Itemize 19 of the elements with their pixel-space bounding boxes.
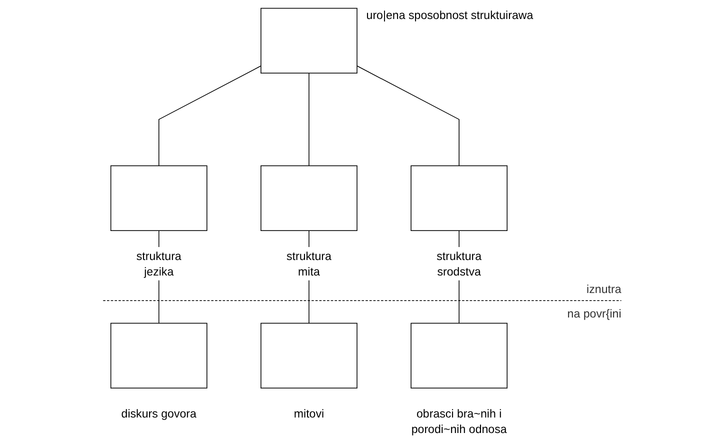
level-label: iznutra xyxy=(586,284,622,296)
empty-box xyxy=(110,165,208,231)
node-caption: struktura mita xyxy=(286,250,332,278)
empty-box xyxy=(110,322,208,388)
empty-box xyxy=(260,8,358,74)
connector-line xyxy=(356,66,460,166)
empty-box xyxy=(410,322,508,388)
empty-box xyxy=(410,165,508,231)
node-caption: struktura jezika xyxy=(136,250,182,278)
node-caption: obrasci bra~nih i porodi~nih odnosa xyxy=(411,408,507,436)
connector-line xyxy=(308,72,310,166)
empty-box xyxy=(260,322,358,388)
empty-box xyxy=(260,165,358,231)
node-caption: diskurs govora xyxy=(121,408,196,420)
node-caption: mitovi xyxy=(294,408,324,420)
node-caption: struktura srodstva xyxy=(436,250,482,278)
level-label: na povr{ini xyxy=(567,308,622,321)
connector-line xyxy=(158,66,262,166)
node-caption: uro|ena sposobnost struktuirawa xyxy=(366,10,534,22)
